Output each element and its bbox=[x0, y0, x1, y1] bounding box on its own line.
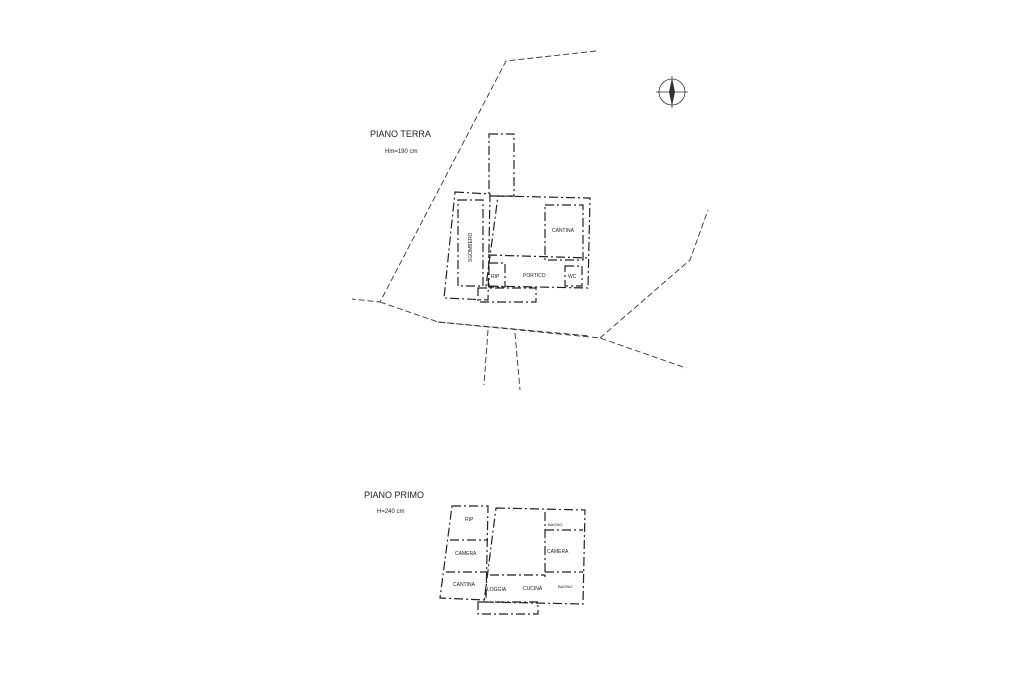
compass-rose-icon bbox=[656, 76, 688, 108]
room-label: RIP bbox=[465, 517, 474, 523]
room-label: RIP bbox=[491, 274, 500, 280]
room-label: SGOMBERO bbox=[468, 232, 474, 262]
room-label: CANTINA bbox=[552, 228, 575, 234]
room-label: BAGNO bbox=[558, 584, 572, 589]
first-floor-plan bbox=[439, 505, 586, 615]
site-boundary bbox=[351, 50, 709, 391]
ground-floor-title: PIANO TERRA bbox=[370, 129, 431, 139]
ground-floor-height: Hm=190 cm bbox=[385, 149, 418, 155]
room-label: CAMERA bbox=[455, 551, 477, 557]
room-label: LOGGIA bbox=[487, 587, 507, 593]
first-floor-title: PIANO PRIMO bbox=[364, 490, 424, 500]
ground-floor-plan bbox=[443, 133, 591, 303]
room-label: PORTICO bbox=[523, 273, 546, 279]
room-label: WC bbox=[568, 274, 577, 280]
room-label: CUCINA bbox=[523, 586, 543, 592]
room-label: CAMERA bbox=[547, 549, 569, 555]
room-label: CANTINA bbox=[453, 582, 476, 588]
first-floor-height: H=240 cm bbox=[377, 509, 405, 515]
room-label: BAGNO bbox=[548, 522, 562, 527]
